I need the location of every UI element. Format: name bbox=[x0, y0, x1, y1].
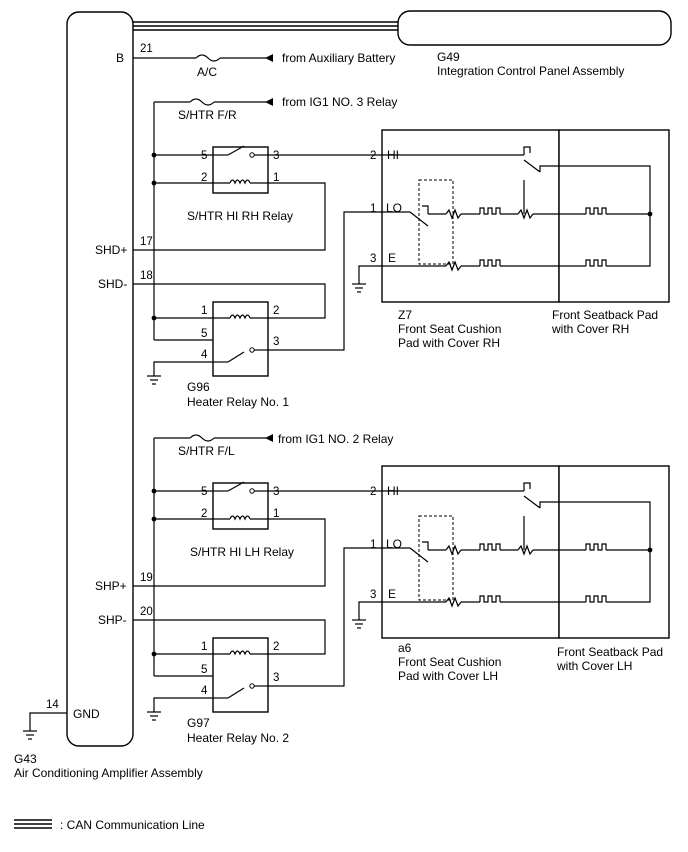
seat-rh-e-num: 3 bbox=[370, 253, 376, 265]
relay-heater-2-switch bbox=[227, 687, 245, 699]
seat-lh-cushion-line1: Front Seat Cushion bbox=[398, 655, 501, 669]
seatback-rh bbox=[558, 129, 670, 303]
relay-heater-1-code: G96 bbox=[187, 380, 210, 394]
relay-heater-2-pin1: 1 bbox=[201, 641, 207, 653]
relay-heater-2-code: G97 bbox=[187, 716, 210, 730]
relay-heater-1-pin3: 3 bbox=[273, 336, 279, 348]
relay-hi-rh-pin3: 3 bbox=[273, 150, 279, 162]
relay-heater-2-name: Heater Relay No. 2 bbox=[187, 731, 289, 745]
relay-hi-rh-pin1: 1 bbox=[273, 172, 279, 184]
relay-hi-rh-switch bbox=[227, 145, 245, 156]
pin-shp-plus-label: SHP+ bbox=[95, 579, 127, 593]
relay-heater-1-pin1: 1 bbox=[201, 305, 207, 317]
relay-hi-lh-pin1: 1 bbox=[273, 508, 279, 520]
fuse-htr-fr-label: S/HTR F/R bbox=[178, 108, 237, 122]
seat-lh-cushion-line2: Pad with Cover LH bbox=[398, 669, 498, 683]
pin-shd-plus-label: SHD+ bbox=[95, 243, 127, 257]
relay-heater-2-pin4: 4 bbox=[201, 685, 208, 697]
source-ig1-no3: from IG1 NO. 3 Relay bbox=[282, 95, 397, 109]
seat-lh-code: a6 bbox=[398, 641, 412, 655]
relay-heater-2 bbox=[212, 637, 269, 713]
fuse-ac-label: A/C bbox=[197, 65, 217, 79]
seat-rh-cushion-line1: Front Seat Cushion bbox=[398, 322, 501, 336]
seat-rh-lo-num: 1 bbox=[370, 203, 376, 215]
relay-heater-1-switch bbox=[227, 351, 245, 363]
relay-hi-lh-switch bbox=[227, 481, 245, 492]
seat-lh-e: E bbox=[388, 587, 396, 601]
pin-shp-minus-num: 20 bbox=[140, 606, 153, 618]
seat-lh-back-line1: Front Seatback Pad bbox=[557, 645, 663, 659]
relay-hi-rh-pin2: 2 bbox=[201, 172, 207, 184]
relay-heater-2-pin3: 3 bbox=[273, 672, 279, 684]
pin-gnd-num: 14 bbox=[46, 699, 59, 711]
seat-lh-lo-num: 1 bbox=[370, 539, 376, 551]
seat-rh-e: E bbox=[388, 251, 396, 265]
pin-b-num: 21 bbox=[140, 43, 153, 55]
pin-gnd-label: GND bbox=[73, 707, 100, 721]
legend-can-line-symbol bbox=[14, 819, 52, 829]
pin-shd-minus-num: 18 bbox=[140, 270, 153, 282]
seat-cushion-rh bbox=[381, 129, 560, 303]
fuse-htr-fl bbox=[189, 434, 215, 442]
relay-heater-1-pin2: 2 bbox=[273, 305, 279, 317]
fuse-htr-fr bbox=[189, 98, 215, 106]
pin-shd-plus-num: 17 bbox=[140, 236, 153, 248]
seat-rh-back-line2: with Cover RH bbox=[551, 322, 629, 336]
relay-hi-lh-pin2: 2 bbox=[201, 508, 207, 520]
seat-lh-lo: LO bbox=[386, 537, 402, 551]
source-aux-battery: from Auxiliary Battery bbox=[282, 51, 395, 65]
relay-hi-lh-name: S/HTR HI LH Relay bbox=[190, 545, 294, 559]
seat-lh-hi-num: 2 bbox=[370, 486, 376, 498]
relay-heater-2-pin5: 5 bbox=[201, 664, 207, 676]
rh-heater-circuit: 5 3 2 1 SHD+ 17 SHD- 18 1 2 5 3 4 bbox=[95, 98, 670, 409]
relay-heater-2-pin2: 2 bbox=[273, 641, 279, 653]
relay-heater-1 bbox=[212, 301, 269, 377]
source-ig1-no2: from IG1 NO. 2 Relay bbox=[278, 432, 393, 446]
seat-rh-back-line1: Front Seatback Pad bbox=[552, 308, 658, 322]
pin-b-label: B bbox=[116, 51, 124, 65]
fuse-htr-fl-label: S/HTR F/L bbox=[178, 444, 235, 458]
seatback-lh bbox=[558, 465, 670, 639]
seat-lh-e-num: 3 bbox=[370, 589, 376, 601]
panel-box bbox=[397, 10, 672, 46]
fuse-ac bbox=[195, 54, 221, 62]
can-bus bbox=[133, 21, 398, 31]
seat-cushion-lh bbox=[381, 465, 560, 639]
relay-heater-1-pin4: 4 bbox=[201, 349, 208, 361]
seat-rh-hi-num: 2 bbox=[370, 150, 376, 162]
relay-hi-lh-pin5: 5 bbox=[201, 486, 207, 498]
relay-hi-rh-name: S/HTR HI RH Relay bbox=[187, 209, 293, 223]
amplifier-name: Air Conditioning Amplifier Assembly bbox=[14, 766, 203, 780]
pin-shp-minus-label: SHP- bbox=[98, 613, 127, 627]
relay-hi-lh bbox=[212, 482, 269, 530]
amplifier-code: G43 bbox=[14, 752, 37, 766]
amplifier-box bbox=[66, 11, 134, 747]
relay-hi-lh-pin3: 3 bbox=[273, 486, 279, 498]
relay-heater-1-name: Heater Relay No. 1 bbox=[187, 395, 289, 409]
pin-shd-minus-label: SHD- bbox=[98, 277, 127, 291]
panel-name: Integration Control Panel Assembly bbox=[437, 64, 624, 78]
legend-can-line-label: : CAN Communication Line bbox=[60, 818, 205, 832]
panel-code: G49 bbox=[437, 50, 460, 64]
relay-hi-rh bbox=[212, 146, 269, 194]
seat-rh-cushion-line2: Pad with Cover RH bbox=[398, 336, 500, 350]
seat-rh-lo: LO bbox=[386, 201, 402, 215]
pin-shp-plus-num: 19 bbox=[140, 572, 153, 584]
lh-heater-circuit: 5 3 2 1 SHP+ 19 SHP- 20 1 2 5 3 4 G97 He… bbox=[95, 434, 670, 745]
seat-lh-back-line2: with Cover LH bbox=[556, 659, 632, 673]
relay-hi-rh-pin5: 5 bbox=[201, 150, 207, 162]
relay-heater-1-pin5: 5 bbox=[201, 328, 207, 340]
seat-rh-code: Z7 bbox=[398, 308, 412, 322]
